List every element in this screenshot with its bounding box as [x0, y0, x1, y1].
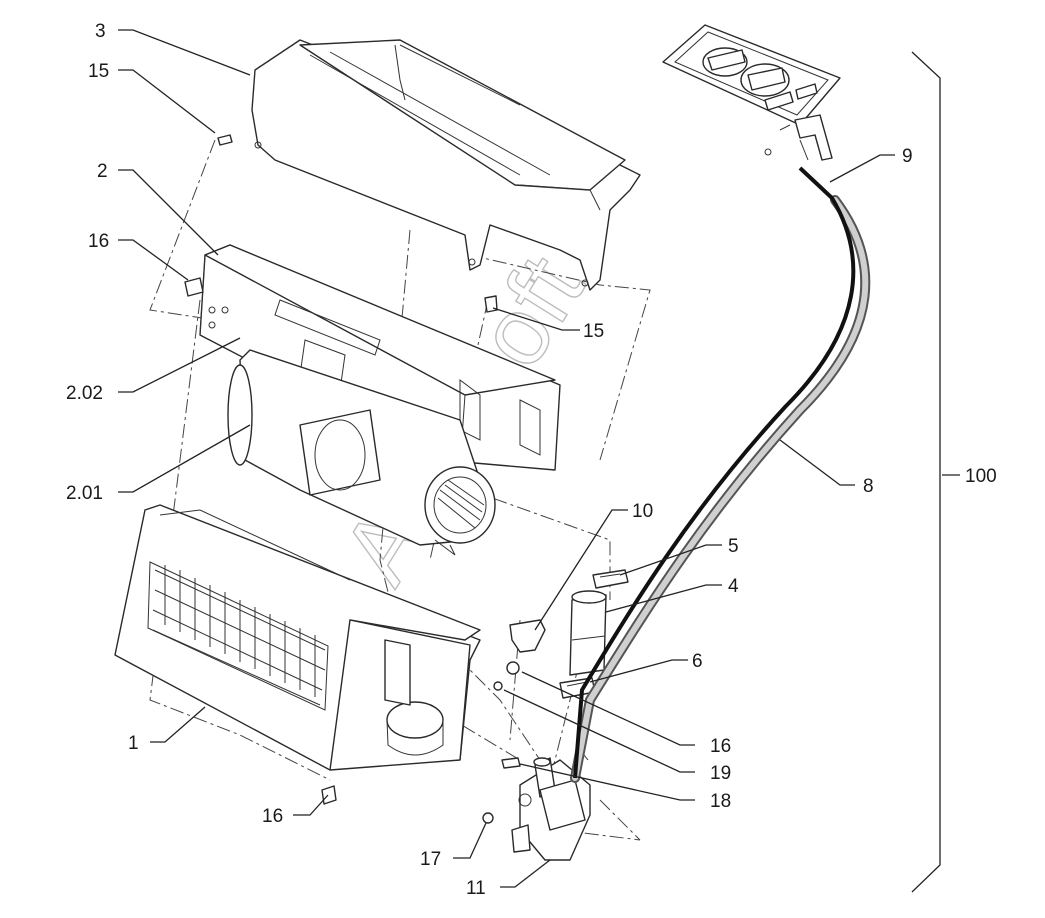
- part-3-top-bracket: [251, 39, 641, 291]
- part-4-hose: [569, 590, 607, 676]
- label-6: 6: [692, 651, 703, 672]
- part-8-cable: [570, 166, 871, 783]
- label-10: 10: [632, 501, 653, 522]
- label-17: 17: [420, 849, 441, 870]
- part-11-valve: [511, 749, 591, 861]
- part-labels: 3 15 2 16 15 2.02 2.01 10 5 4 6 1 16 19 …: [66, 21, 997, 899]
- part-9-control-panel: [662, 24, 841, 161]
- label-9: 9: [902, 146, 913, 167]
- label-11: 11: [466, 878, 486, 899]
- label-5: 5: [728, 536, 739, 557]
- screw-15-top: [217, 134, 233, 146]
- label-100: 100: [965, 466, 997, 487]
- label-16-mid: 16: [710, 736, 731, 757]
- screw-18: [501, 757, 521, 769]
- label-15-top: 15: [88, 61, 109, 82]
- assembly-brace-100: [911, 51, 941, 893]
- label-8: 8: [863, 476, 874, 497]
- label-16-bottom: 16: [262, 806, 283, 827]
- part-5-clamp: [592, 569, 629, 589]
- nut-16-bottom: [321, 785, 337, 805]
- label-19: 19: [710, 763, 731, 784]
- nut-16-top: [184, 277, 204, 297]
- label-18: 18: [710, 791, 731, 812]
- part-10-bracket: [509, 619, 546, 653]
- label-15-right: 15: [583, 321, 604, 342]
- label-16-top: 16: [88, 231, 109, 252]
- label-1: 1: [128, 733, 139, 754]
- label-2: 2: [97, 161, 108, 182]
- label-2-01: 2.01: [66, 483, 103, 504]
- label-2-02: 2.02: [66, 383, 103, 404]
- part-1-lower-housing: [114, 504, 481, 771]
- screw-17: [482, 812, 494, 824]
- label-4: 4: [728, 576, 739, 597]
- label-3: 3: [95, 21, 106, 42]
- nut-16-mid: [506, 661, 520, 675]
- part-2-01-blower-motor: [227, 349, 496, 556]
- leader-lines: [118, 29, 960, 888]
- washer-19: [493, 681, 503, 691]
- screw-15-right: [484, 295, 498, 313]
- grille-slots: [147, 561, 329, 711]
